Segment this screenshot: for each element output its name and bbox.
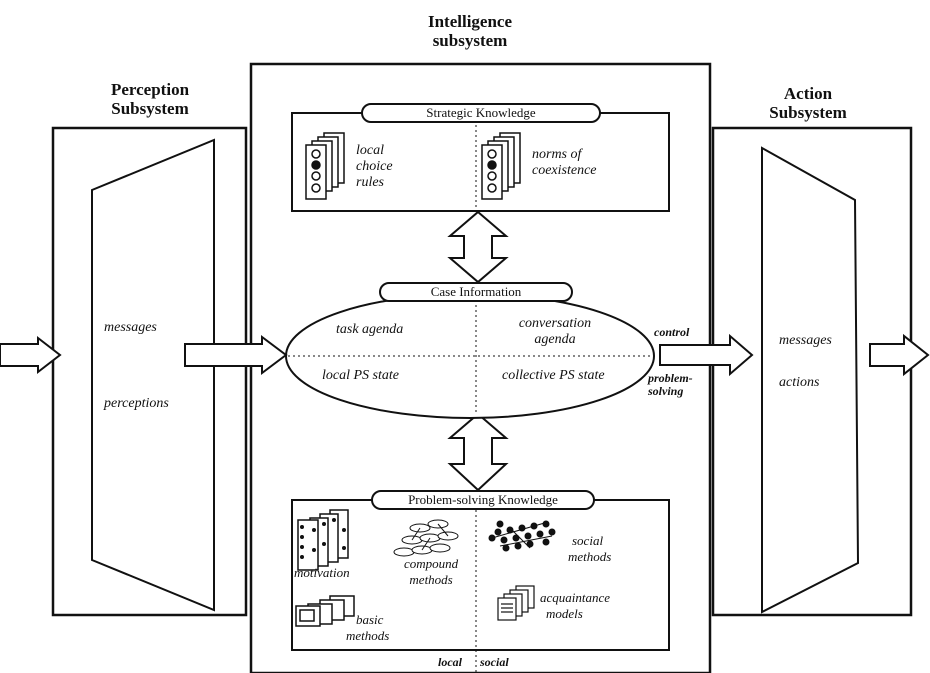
perception-title-line1: Perception <box>110 80 190 99</box>
intelligence-subsystem-title: Intelligence subsystem <box>400 12 540 50</box>
strategic-knowledge-box <box>291 112 670 212</box>
action-subsystem-box <box>711 126 913 617</box>
task-agenda-label: task agenda <box>336 322 404 337</box>
strategic-knowledge-pill <box>361 103 601 123</box>
intelligence-to-action-arrow <box>659 333 754 377</box>
social-methods-icon <box>488 520 556 552</box>
input-arrow <box>0 335 62 375</box>
perception-subsystem-box <box>51 126 248 617</box>
norms-of-coexistence-icon <box>481 132 521 200</box>
action-subsystem-title: Action Subsystem <box>748 84 868 122</box>
perception-subsystem-title: Perception Subsystem <box>80 80 220 118</box>
intelligence-subsystem-box <box>249 62 712 673</box>
motivation-icon <box>297 509 349 571</box>
problem-solving-label: problem-solving <box>648 371 693 398</box>
case-information-title: Case Information <box>430 284 522 299</box>
intelligence-title-line1: Intelligence <box>427 12 513 31</box>
action-trapezoid <box>761 146 860 614</box>
strategic-knowledge-title: Strategic Knowledge <box>426 105 536 120</box>
compound-methods-icon <box>393 519 459 557</box>
action-title-line2: Subsystem <box>769 103 847 122</box>
perception-title-line2: Subsystem <box>111 99 189 118</box>
acquaintance-models-icon <box>497 585 535 621</box>
case-problem-double-arrow <box>447 412 509 492</box>
problem-solving-knowledge-title: Problem-solving Knowledge <box>408 492 558 507</box>
action-messages-label: messages <box>779 333 832 348</box>
local-axis-label: local <box>438 655 462 669</box>
strategic-case-double-arrow <box>447 210 509 284</box>
collective-ps-state-label: collective PS state <box>502 368 605 383</box>
local-ps-state-label: local PS state <box>322 368 399 383</box>
action-title-line1: Action <box>783 84 833 103</box>
actions-label: actions <box>779 375 820 390</box>
perception-trapezoid <box>91 138 215 612</box>
local-choice-rules-icon <box>305 132 345 200</box>
social-axis-label: social <box>480 655 509 669</box>
perception-messages-label: messages <box>104 320 157 335</box>
control-label: control <box>654 325 690 339</box>
basic-methods-icon <box>295 595 355 627</box>
intelligence-title-line2: subsystem <box>432 31 508 50</box>
problem-solving-knowledge-pill <box>371 490 595 510</box>
motivation-label: motivation <box>294 565 350 580</box>
case-information-pill <box>379 282 573 302</box>
perception-to-intelligence-arrow <box>184 335 288 375</box>
output-arrow <box>869 333 930 377</box>
perceptions-label: perceptions <box>104 396 169 411</box>
